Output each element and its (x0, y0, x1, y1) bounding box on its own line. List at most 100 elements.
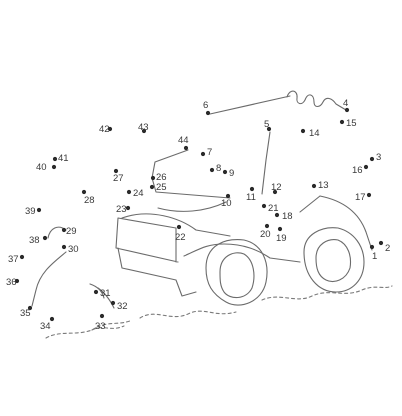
dot-15: 15 (339, 118, 357, 129)
dot-number: 12 (271, 182, 282, 193)
dot-12: 12 (271, 182, 282, 195)
dot-9: 9 (222, 168, 234, 179)
dot-number: 5 (264, 119, 269, 130)
dot-36: 36 (6, 277, 20, 288)
dot-number: 22 (175, 232, 186, 243)
dot-mark (107, 126, 113, 132)
dot-6: 6 (203, 100, 211, 116)
dot-mark (274, 212, 280, 218)
dot-number: 38 (29, 235, 40, 246)
dot-number: 43 (138, 122, 149, 133)
dot-mark (261, 203, 267, 209)
dot-mark (300, 128, 306, 134)
dot-mark (366, 192, 372, 198)
dot-mark (81, 189, 87, 195)
dot-number: 8 (216, 163, 221, 174)
dot-mark (126, 189, 132, 195)
dot-39: 39 (25, 206, 42, 217)
dot-21: 21 (261, 203, 279, 214)
dot-number: 41 (58, 153, 69, 164)
dot-43: 43 (138, 122, 149, 134)
dot-30: 30 (61, 244, 79, 255)
dot-mark (277, 226, 283, 232)
dot-32: 32 (110, 300, 128, 312)
dot-10: 10 (221, 193, 232, 209)
dot-3: 3 (369, 152, 381, 163)
rear-wheel-inner (315, 239, 352, 283)
dot-number: 35 (20, 308, 31, 319)
dot-number: 6 (203, 100, 208, 111)
dot-mark (61, 244, 67, 250)
outline-art (31, 90, 393, 339)
dot-29: 29 (61, 226, 77, 237)
dot-mark (378, 240, 384, 246)
dot-mark (14, 278, 20, 284)
dot-13: 13 (311, 180, 329, 191)
dot-mark (19, 254, 25, 260)
dot-4: 4 (343, 98, 350, 113)
ground-line-low (91, 319, 133, 331)
rear-flick (97, 287, 115, 309)
dot-mark (249, 186, 255, 192)
roof-line (209, 95, 291, 115)
dot-number: 42 (99, 124, 110, 135)
dot-35: 35 (20, 305, 33, 319)
dot-40: 40 (36, 162, 57, 173)
dot-7: 7 (200, 147, 212, 158)
dot-mark (93, 289, 99, 295)
dot-number: 19 (276, 233, 287, 244)
dot-33: 33 (95, 313, 106, 332)
rear-wheel (303, 227, 365, 293)
dot-17: 17 (355, 192, 372, 203)
dot-number: 18 (282, 211, 293, 222)
dot-mark (52, 156, 58, 162)
dot-20: 20 (260, 223, 271, 240)
dot-mark (36, 207, 42, 213)
dot-1: 1 (369, 244, 377, 262)
ground-line-mid (139, 310, 237, 319)
dot-number: 4 (343, 98, 348, 109)
pillar (261, 131, 271, 195)
dot-mark (99, 313, 105, 319)
dot-mark (113, 168, 119, 174)
left-swoop-lower (31, 251, 67, 307)
dot-22: 22 (175, 224, 186, 243)
dot-number: 10 (221, 198, 232, 209)
dot-number: 26 (156, 172, 167, 183)
dot-number: 21 (268, 203, 279, 214)
dot-27: 27 (113, 168, 124, 184)
dot-24: 24 (126, 188, 144, 199)
grille (115, 217, 179, 263)
grille-bottom (117, 247, 197, 297)
dot-number: 14 (309, 128, 320, 139)
dot-11: 11 (246, 186, 256, 203)
dot-mark (222, 169, 228, 175)
dot-mark (27, 305, 33, 311)
dot-number: 32 (117, 301, 128, 312)
dot-number: 25 (156, 182, 167, 193)
dot-mark (205, 110, 211, 116)
dot-mark (51, 164, 57, 170)
dot-25: 25 (149, 182, 167, 193)
dot-number: 34 (40, 321, 51, 332)
dot-26: 26 (150, 172, 167, 183)
dot-8: 8 (209, 163, 221, 174)
dot-mark (266, 126, 272, 132)
dot-2: 2 (378, 240, 390, 254)
dot-mark (369, 156, 375, 162)
dot-mark (183, 145, 189, 151)
dot-number: 7 (207, 147, 212, 158)
dot-41: 41 (52, 153, 69, 164)
dot-16: 16 (352, 164, 369, 176)
dot-number: 37 (8, 254, 19, 265)
dot-mark (369, 244, 375, 250)
dot-number: 2 (385, 243, 390, 254)
dot-mark (209, 167, 215, 173)
dot-mark (339, 119, 345, 125)
dot-mark (110, 300, 116, 306)
dot-44: 44 (178, 135, 189, 151)
windshield (151, 149, 231, 199)
dot-mark (42, 235, 48, 241)
